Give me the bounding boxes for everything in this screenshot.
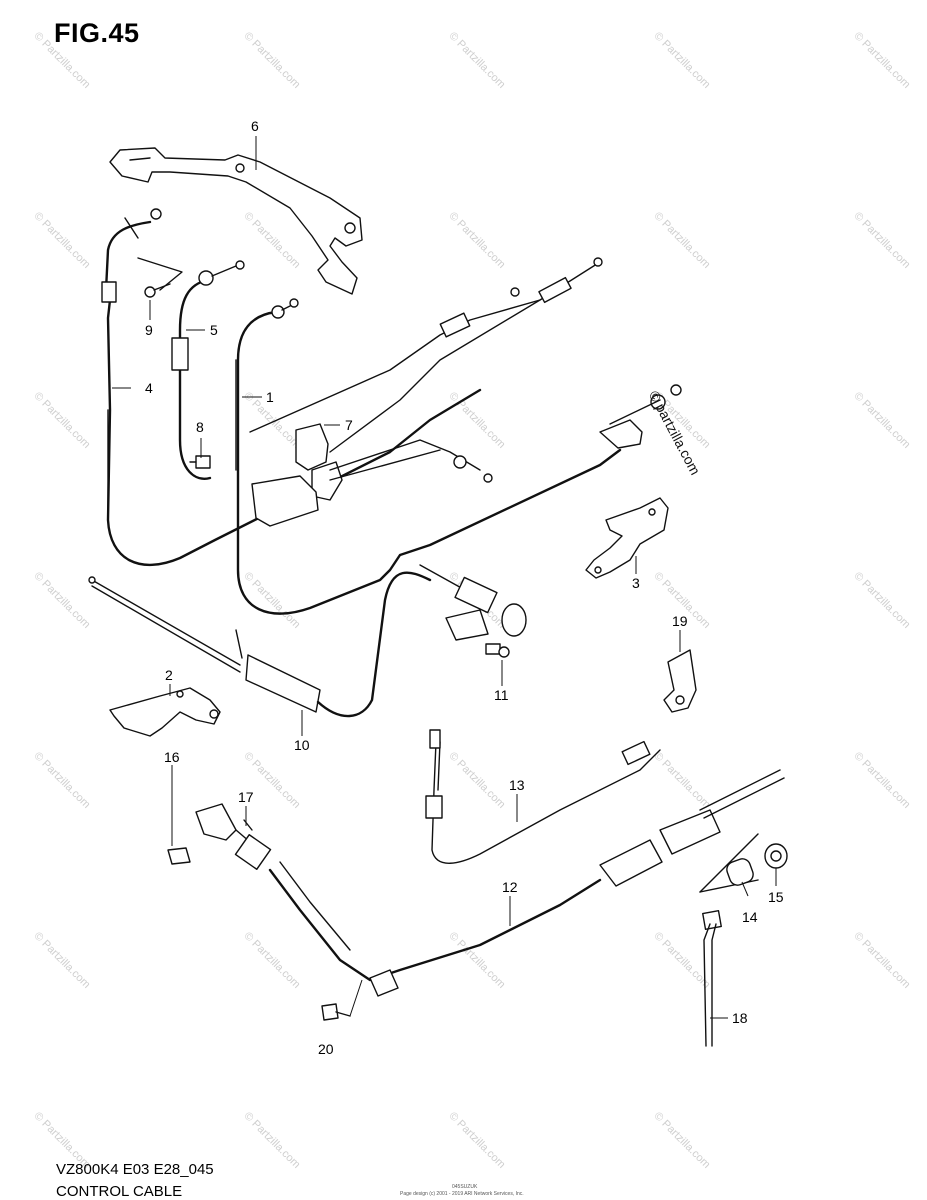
model-code: VZ800K4 E03 E28_045 xyxy=(56,1161,214,1178)
callout-7: 7 xyxy=(345,417,353,433)
callout-1: 1 xyxy=(266,389,274,405)
callout-14: 14 xyxy=(742,909,758,925)
upper-cable-right xyxy=(249,257,603,453)
part-20-bolt xyxy=(321,979,363,1021)
callout-10: 10 xyxy=(294,737,310,753)
callout-6: 6 xyxy=(251,118,259,134)
callout-19: 19 xyxy=(672,613,688,629)
figure-title: FIG.45 xyxy=(54,18,140,48)
leader-lines xyxy=(112,136,777,1019)
part-12-cable xyxy=(268,769,785,997)
callout-4: 4 xyxy=(145,380,153,396)
part-6-bracket xyxy=(109,147,363,295)
callout-13: 13 xyxy=(509,777,525,793)
callout-labels: 6 4 5 1 7 8 9 11 3 19 10 2 13 12 16 17 1… xyxy=(145,118,784,1057)
part-14-15-bushings xyxy=(699,833,788,893)
part-8-bolt xyxy=(189,455,211,469)
right-upper-fittings xyxy=(599,384,682,449)
callout-8: 8 xyxy=(196,419,204,435)
part-4-cable xyxy=(101,208,482,567)
part-18-cable-tie xyxy=(702,910,722,1047)
part-10-cable xyxy=(88,571,432,718)
callout-20: 20 xyxy=(318,1041,334,1057)
callout-5: 5 xyxy=(210,322,218,338)
part-3-bracket xyxy=(585,497,669,579)
part-9-bolt xyxy=(137,257,183,298)
part-11-choke-knob xyxy=(419,564,527,658)
callout-18: 18 xyxy=(732,1010,748,1026)
callout-9: 9 xyxy=(145,322,153,338)
footer-code: 045SUZUK xyxy=(452,1184,478,1190)
part-5-cable xyxy=(171,260,245,480)
callout-15: 15 xyxy=(768,889,784,905)
part-2-bracket xyxy=(109,687,221,737)
callout-2: 2 xyxy=(165,667,173,683)
footer-copyright: Page design (c) 2001 - 2019 ARI Network … xyxy=(400,1191,524,1197)
callout-12: 12 xyxy=(502,879,518,895)
part-19-bracket xyxy=(663,649,697,713)
part-13-cable xyxy=(425,729,661,864)
callout-3: 3 xyxy=(632,575,640,591)
part-1-cable xyxy=(235,298,622,615)
part-7-clamp xyxy=(251,423,493,527)
callout-16: 16 xyxy=(164,749,180,765)
callout-17: 17 xyxy=(238,789,254,805)
lower-left-fittings xyxy=(167,803,272,870)
section-name: CONTROL CABLE xyxy=(56,1183,183,1200)
callout-11: 11 xyxy=(494,687,509,703)
